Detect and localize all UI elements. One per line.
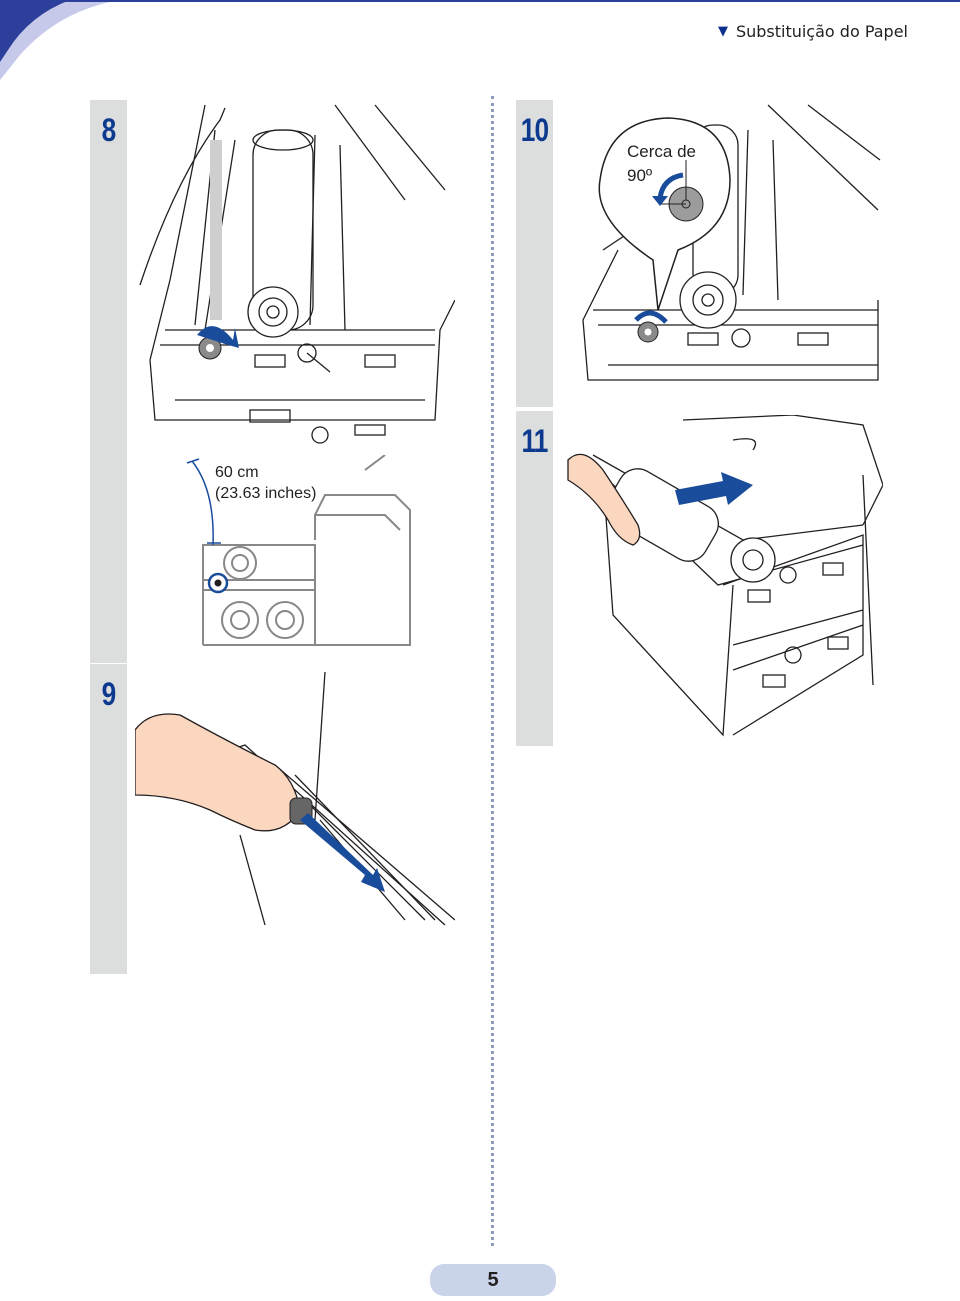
page-header: ▼ Substituição do Papel [718,22,908,41]
step-10-illustration [582,104,881,381]
dimension-cm: 60 cm [215,464,259,481]
column-divider [491,96,494,1246]
page-number: 5 [430,1264,556,1296]
dimension-inches: (23.63 inches) [215,485,317,502]
step-9-illustration [135,671,455,926]
callout-line-1: Cerca de [627,142,696,161]
step-11-illustration [567,415,883,737]
step-8-illustration [139,104,455,444]
triangle-down-icon: ▼ [717,24,728,39]
step-8-number: 8 [101,112,117,148]
corner-decoration [0,0,140,80]
step-10-bar [516,100,553,407]
rotation-callout: Cerca de 90º [627,140,696,188]
step-9-number: 9 [101,676,117,712]
step-10-number: 10 [520,112,549,148]
step-8-bar [90,100,127,663]
dimension-label: 60 cm (23.63 inches) [215,462,316,504]
header-title: Substituição do Papel [735,22,908,41]
callout-line-2: 90º [627,166,653,185]
step-9-bar [90,664,127,974]
step-8-side-view [186,455,411,646]
step-11-bar [516,411,553,746]
step-11-number: 11 [521,423,548,459]
top-rule [0,0,960,2]
